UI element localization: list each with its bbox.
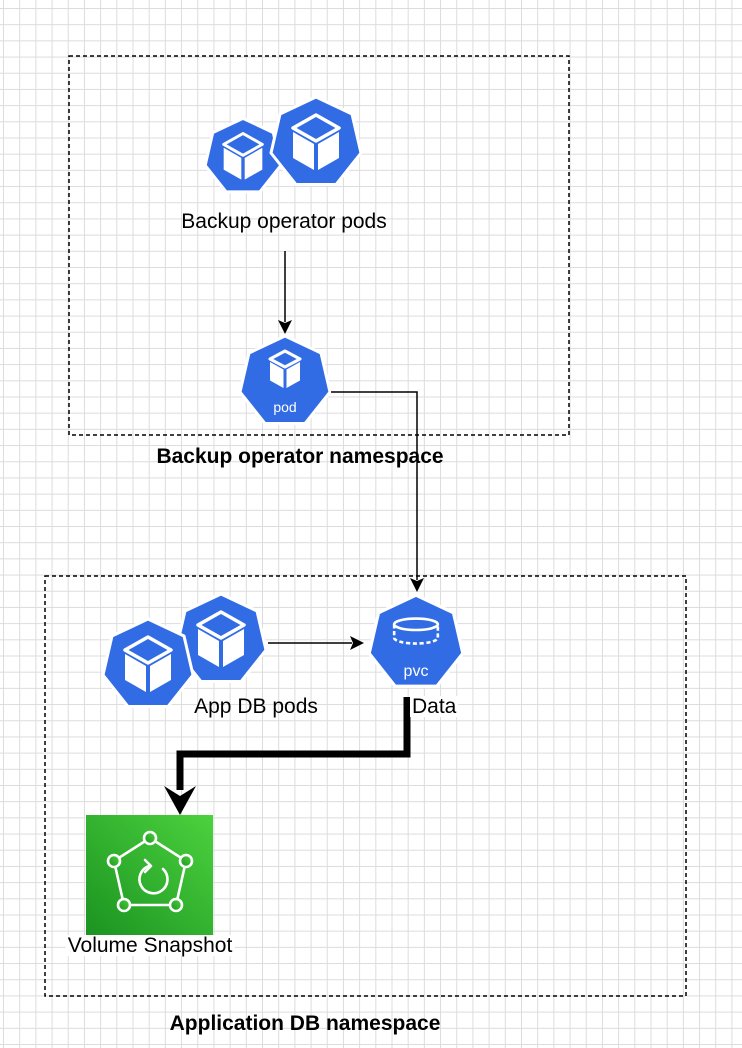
backup-operator-namespace-label: Backup operator namespace [156, 445, 444, 468]
pod-icon-label: pod [273, 399, 296, 415]
k8s-pod-shape [269, 95, 363, 186]
volume-snapshot-label: Volume Snapshot [65, 934, 235, 957]
pvc-icon-label: pvc [404, 663, 429, 680]
arrow-backup-pods-to-pod [278, 251, 292, 334]
connectors [164, 251, 424, 815]
volume-snapshot-icon [86, 815, 213, 935]
pvc-data-label: Data [410, 695, 459, 718]
app-db-pods-label: App DB pods [194, 695, 318, 718]
arrow-appdb-to-pvc [268, 636, 364, 650]
application-db-namespace-box [44, 575, 687, 997]
k8s-pod-shape [101, 617, 195, 708]
application-db-namespace-label: Application DB namespace [169, 1012, 441, 1035]
app-db-pods-icon [101, 592, 268, 708]
k8s-pod-icon [238, 334, 332, 425]
k8s-pod-shape [174, 592, 268, 683]
backup-operator-namespace-box [68, 55, 570, 436]
arrow-pvc-to-snapshot [164, 697, 411, 815]
arrow-pod-to-pvc [331, 391, 424, 592]
backup-operator-pods-icon [203, 95, 363, 194]
backup-operator-pods-label: Backup operator pods [181, 210, 387, 233]
k8s-pod-shape [203, 116, 283, 194]
k8s-pvc-icon [367, 593, 465, 688]
